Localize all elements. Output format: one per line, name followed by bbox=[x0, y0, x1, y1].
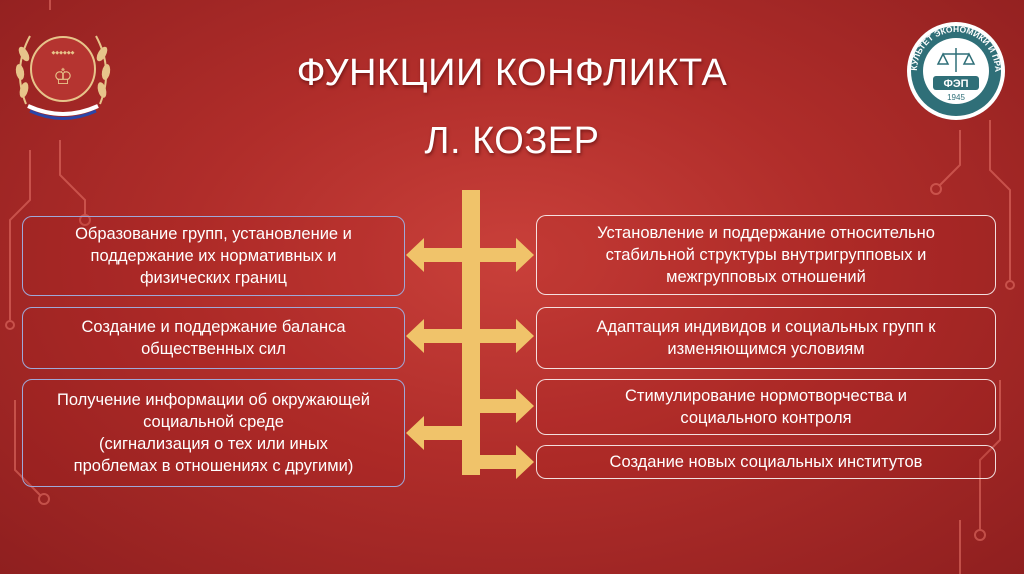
right-function-box-4: Создание новых социальных институтов bbox=[536, 445, 996, 479]
page-title: ФУНКЦИИ КОНФЛИКТА bbox=[296, 52, 728, 94]
faculty-logo: ФАКУЛЬТЕТ ЭКОНОМИКИ И ПРАВА ФЭП 1945 bbox=[905, 20, 1005, 120]
arrow-row-3 bbox=[406, 389, 534, 450]
left-function-box-3: Получение информации об окружающей социа… bbox=[22, 379, 405, 487]
arrow-row-4 bbox=[480, 445, 534, 479]
logo-year: 1945 bbox=[947, 93, 965, 102]
svg-text:♔: ♔ bbox=[53, 64, 73, 89]
university-seal-logo: ◆◆◆◆◆◆ ♔ bbox=[15, 35, 111, 120]
right-function-box-2: Адаптация индивидов и социальных групп к… bbox=[536, 307, 996, 369]
left-function-box-1: Образование групп, установление и поддер… bbox=[22, 216, 405, 296]
right-function-box-1: Установление и поддержание относительно … bbox=[536, 215, 996, 295]
arrow-row-2 bbox=[406, 319, 534, 353]
page-subtitle: Л. КОЗЕР bbox=[424, 120, 600, 162]
arrow-row-1 bbox=[406, 238, 534, 272]
right-function-box-3: Стимулирование нормотворчества и социаль… bbox=[536, 379, 996, 435]
svg-text:◆◆◆◆◆◆: ◆◆◆◆◆◆ bbox=[51, 50, 74, 56]
vertical-trunk bbox=[462, 190, 480, 475]
left-function-box-2: Создание и поддержание баланса обществен… bbox=[22, 307, 405, 369]
logo-abbr: ФЭП bbox=[943, 78, 968, 90]
